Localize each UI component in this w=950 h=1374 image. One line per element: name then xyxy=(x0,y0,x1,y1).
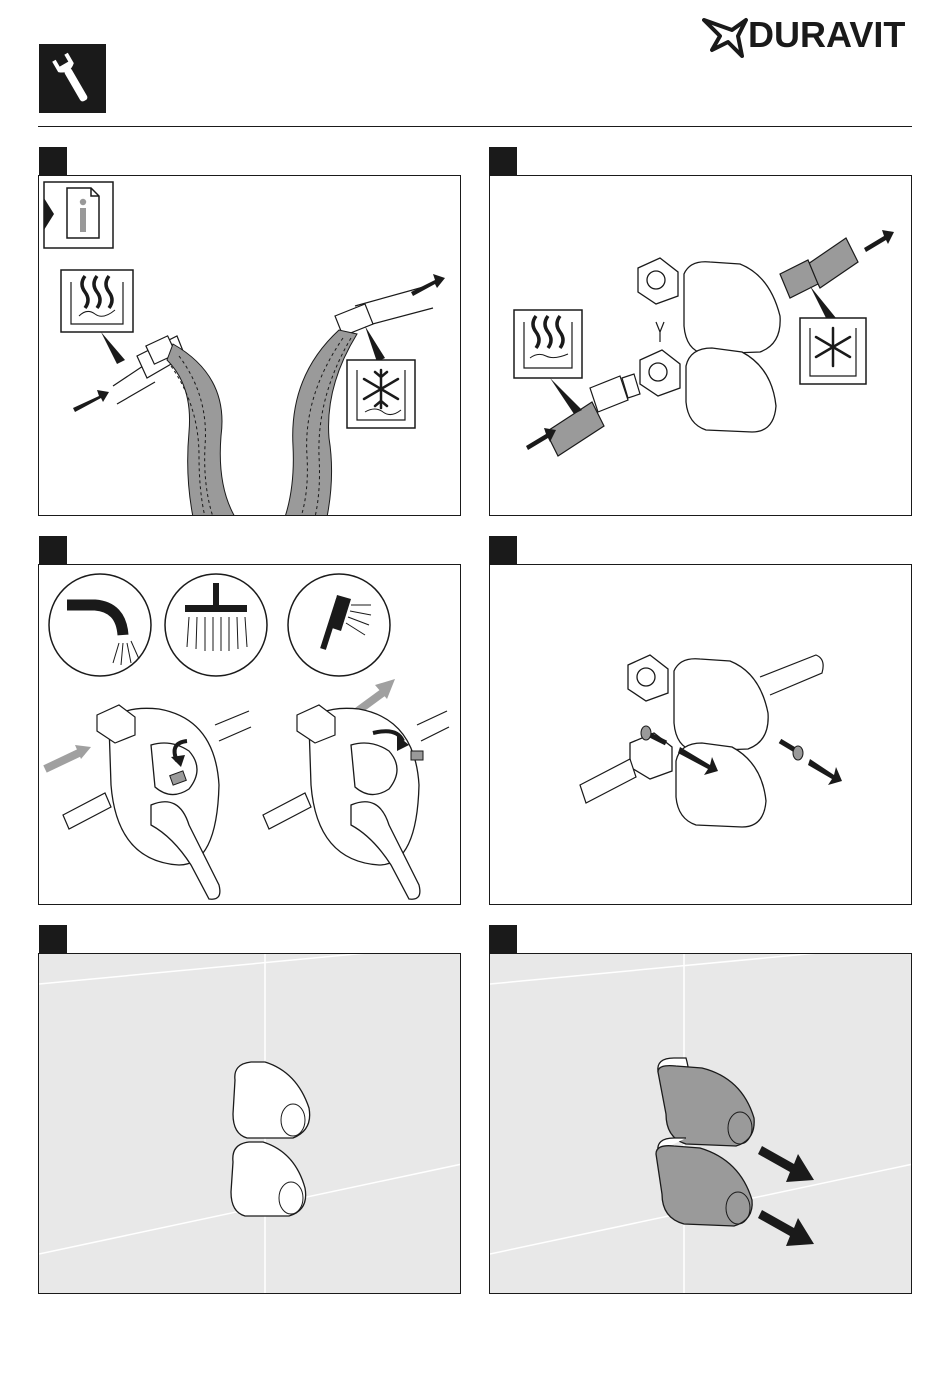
step-tab-4 xyxy=(489,536,517,564)
hand-shower-icon xyxy=(288,574,390,676)
brand-logo: DURAVIT xyxy=(702,12,912,62)
wrench-icon-badge xyxy=(39,44,106,113)
step-tab-1 xyxy=(39,147,67,175)
wrench-icon xyxy=(39,44,106,113)
step-tab-5 xyxy=(39,925,67,953)
step-tab-2 xyxy=(489,147,517,175)
step-panel-remove-caps xyxy=(489,953,912,1294)
step-panel-select-outlets xyxy=(38,564,461,905)
step-tab-3 xyxy=(39,536,67,564)
hot-water-icon xyxy=(514,310,582,378)
info-document-icon xyxy=(44,182,113,248)
cold-water-snowflake-icon xyxy=(800,318,866,384)
step-panel-caps-installed xyxy=(38,953,461,1294)
step-tab-6 xyxy=(489,925,517,953)
screw-icon xyxy=(780,741,803,760)
cold-water-snowflake-icon xyxy=(347,360,415,428)
brand-name: DURAVIT xyxy=(748,14,905,56)
bath-spout-icon xyxy=(49,574,151,676)
duravit-bird-icon xyxy=(702,16,748,60)
header-divider xyxy=(38,126,912,127)
step-panel-insert-screws xyxy=(489,564,912,905)
step-panel-connect-supply xyxy=(489,175,912,516)
hot-water-icon xyxy=(61,270,133,332)
step-panel-flush-pipes xyxy=(38,175,461,516)
overhead-shower-icon xyxy=(165,574,267,676)
